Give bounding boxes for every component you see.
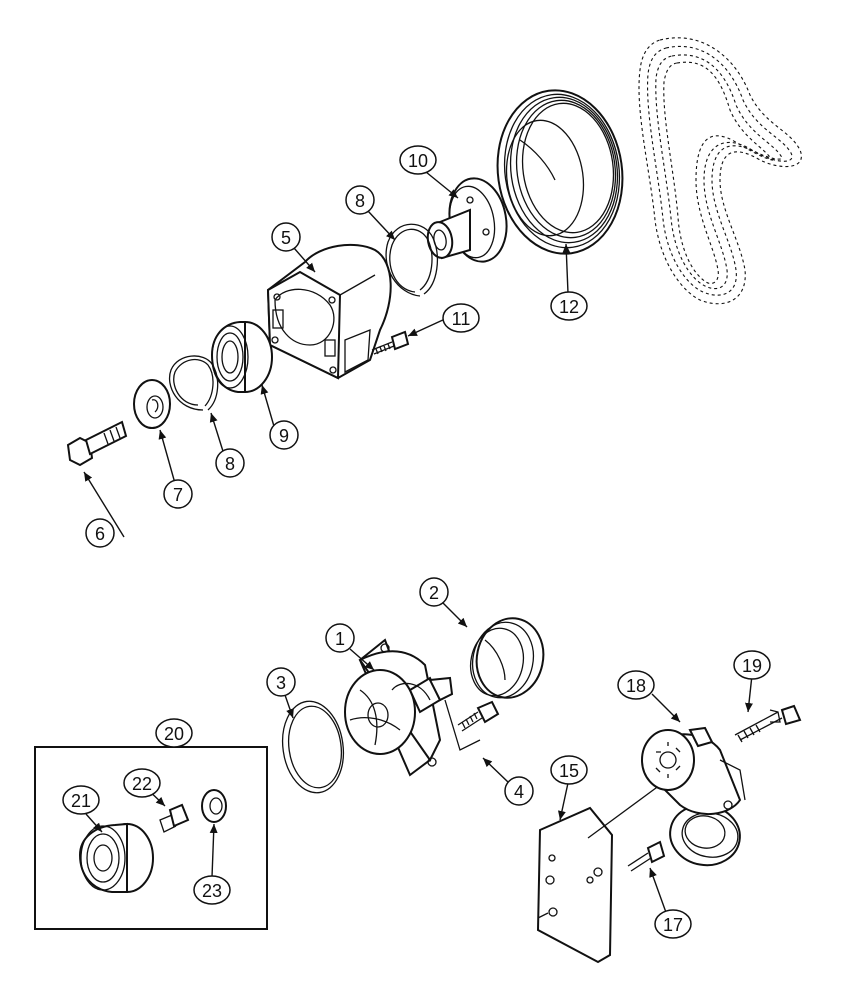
water-pump-1 — [344, 638, 481, 777]
snap-ring-8-upper — [385, 223, 438, 297]
callout-label: 7 — [173, 485, 183, 505]
callout-8-upper: 8 — [345, 185, 375, 215]
callout-18: 18 — [617, 670, 655, 700]
snap-ring-8-lower — [169, 355, 219, 411]
bolt-19 — [734, 704, 802, 743]
callout-4: 4 — [504, 776, 534, 806]
callout-2: 2 — [419, 577, 449, 607]
callout-17: 17 — [654, 909, 692, 939]
callout-label: 9 — [279, 426, 289, 446]
callout-label: 18 — [626, 676, 646, 696]
idler-pulley-21 — [78, 822, 154, 893]
callout-6: 6 — [85, 518, 115, 548]
callout-3: 3 — [266, 667, 296, 697]
o-ring-3 — [281, 700, 345, 794]
callout-label: 5 — [281, 228, 291, 248]
callout-7: 7 — [163, 479, 193, 509]
ring-2 — [469, 617, 545, 699]
callout-23: 23 — [193, 875, 231, 905]
callout-label: 8 — [355, 191, 365, 211]
drive-belt — [638, 37, 802, 305]
callout-9: 9 — [269, 420, 299, 450]
bolt-4 — [457, 700, 500, 732]
callout-20: 20 — [155, 718, 193, 748]
kit-box-20 — [34, 746, 268, 930]
callout-12: 12 — [550, 291, 588, 321]
callout-label: 6 — [95, 524, 105, 544]
callout-label: 19 — [742, 656, 762, 676]
washer-7 — [133, 379, 171, 429]
callout-label: 23 — [202, 881, 222, 901]
callout-22: 22 — [123, 768, 161, 798]
hub-10 — [426, 177, 508, 263]
callout-label: 15 — [559, 761, 579, 781]
plate-15 — [536, 784, 661, 964]
callout-label: 21 — [71, 791, 91, 811]
callout-label: 10 — [408, 151, 428, 171]
washer-23 — [201, 789, 227, 823]
callout-10: 10 — [399, 145, 437, 175]
callout-5: 5 — [271, 222, 301, 252]
pulley-12 — [496, 89, 624, 255]
callout-8-lower: 8 — [215, 448, 245, 478]
callout-label: 2 — [429, 583, 439, 603]
housing-5 — [266, 243, 392, 380]
callout-label: 12 — [559, 297, 579, 317]
callout-label: 3 — [276, 673, 286, 693]
callout-11: 11 — [442, 303, 480, 333]
tensioner-18 — [641, 726, 746, 867]
callout-label: 22 — [132, 774, 152, 794]
callout-15: 15 — [550, 755, 588, 785]
callout-label: 11 — [452, 309, 471, 329]
bolt-11 — [371, 330, 410, 355]
callout-label: 1 — [335, 629, 345, 649]
callout-label: 4 — [514, 782, 524, 802]
callout-19: 19 — [733, 650, 771, 680]
callout-1: 1 — [325, 623, 355, 653]
bearing-9 — [210, 321, 273, 393]
callout-label: 20 — [164, 724, 184, 744]
callout-21: 21 — [62, 785, 100, 815]
bolt-17 — [627, 840, 666, 872]
bolt-22 — [159, 803, 190, 833]
callout-label: 17 — [663, 915, 683, 935]
bolt-6 — [66, 420, 128, 467]
callout-label: 8 — [225, 454, 235, 474]
leader-lines — [83, 171, 753, 919]
